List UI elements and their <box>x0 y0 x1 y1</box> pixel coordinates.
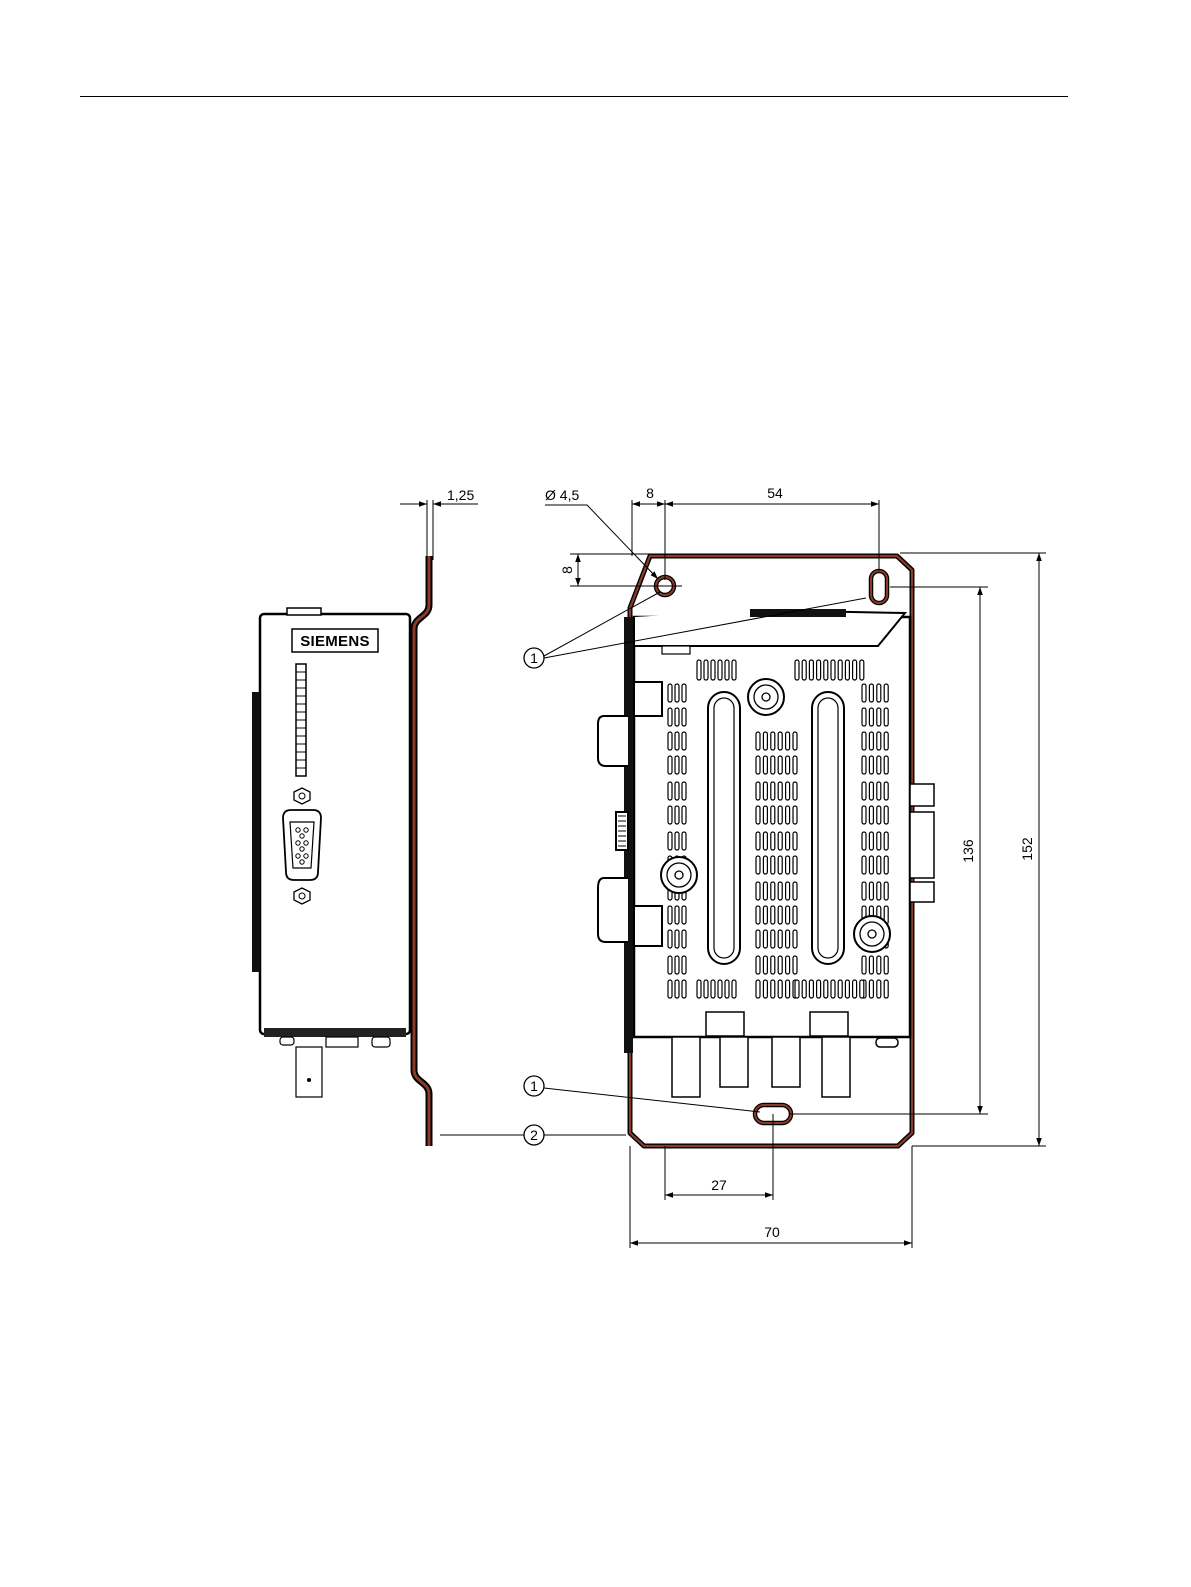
dim-plate-thickness: 1,25 <box>447 487 474 503</box>
mounting-slot-top-right <box>871 571 887 603</box>
svg-text:1: 1 <box>530 1078 538 1094</box>
plate-side-profile <box>414 556 429 1146</box>
svg-text:2: 2 <box>530 1127 538 1143</box>
long-oval-slot-right <box>812 692 844 964</box>
callout-2: 2 <box>524 1125 544 1145</box>
side-view: SIEMENS <box>252 556 429 1146</box>
device-top-tab <box>287 608 321 615</box>
led-strip <box>296 664 306 776</box>
dim-hole-diameter: Ø 4,5 <box>545 487 579 503</box>
dim-hole-spacing-x: 54 <box>767 485 783 501</box>
dim-overall-width: 70 <box>764 1224 780 1240</box>
device-bottom-edge <box>264 1028 406 1037</box>
front-view <box>598 556 934 1146</box>
callout-1-top: 1 <box>524 648 544 668</box>
dim-hole-spacing-y: 136 <box>960 839 976 863</box>
side-bottom-connectors <box>280 1037 390 1097</box>
dim-hole-edge-offset-x: 8 <box>646 485 654 501</box>
callout-1-bottom: 1 <box>524 1076 544 1096</box>
long-oval-slot-left <box>708 692 740 964</box>
device-left-rail <box>252 692 260 972</box>
dim-bottom-hole-offset: 27 <box>711 1177 727 1193</box>
svg-text:1: 1 <box>530 650 538 666</box>
dim-hole-edge-offset-y: 8 <box>559 566 575 574</box>
brand-logo-text: SIEMENS <box>300 633 370 650</box>
right-side-connector <box>910 784 934 902</box>
dim-overall-height: 152 <box>1019 837 1035 861</box>
clip-ticks <box>618 816 626 846</box>
